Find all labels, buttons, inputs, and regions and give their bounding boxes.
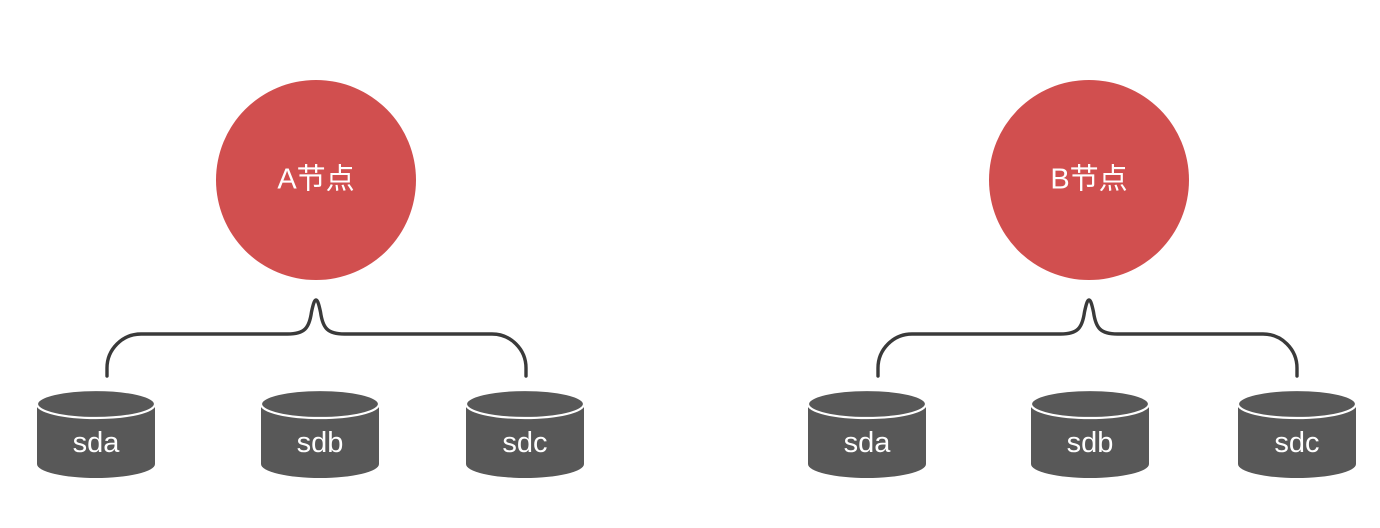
node-circle[interactable] [989,80,1189,280]
disk-top-ellipse [806,388,928,420]
node-group-group-a: A节点 sda sdb sdc [35,80,586,478]
disk-cylinder[interactable]: sdb [259,388,381,478]
disk-body [261,404,379,478]
disk-body [1238,404,1356,478]
disk-body [808,404,926,478]
disk-body [1031,404,1149,478]
disk-top-ellipse [464,388,586,420]
node-group-group-b: B节点 sda sdb sdc [806,80,1358,478]
node-circle[interactable] [216,80,416,280]
node-circle-label: A节点 [277,163,354,196]
disk-cylinder[interactable]: sda [35,388,157,478]
disk-label: sdb [297,427,344,459]
disk-cylinder[interactable]: sdb [1029,388,1151,478]
node-circle-label: B节点 [1050,163,1127,196]
brace-connector [876,298,1299,378]
disk-label: sda [73,427,121,459]
disk-label: sdc [502,427,547,459]
disk-top-ellipse [1236,388,1358,420]
disk-cylinder[interactable]: sdc [1236,388,1358,478]
disk-label: sdc [1274,427,1319,459]
disk-body [37,404,155,478]
brace-connector [105,298,528,378]
disk-label: sda [844,427,892,459]
disk-top-ellipse [259,388,381,420]
disk-top-ellipse [1029,388,1151,420]
disk-cylinder[interactable]: sdc [464,388,586,478]
disk-label: sdb [1067,427,1114,459]
disk-cylinder[interactable]: sda [806,388,928,478]
disk-body [466,404,584,478]
disk-top-ellipse [35,388,157,420]
